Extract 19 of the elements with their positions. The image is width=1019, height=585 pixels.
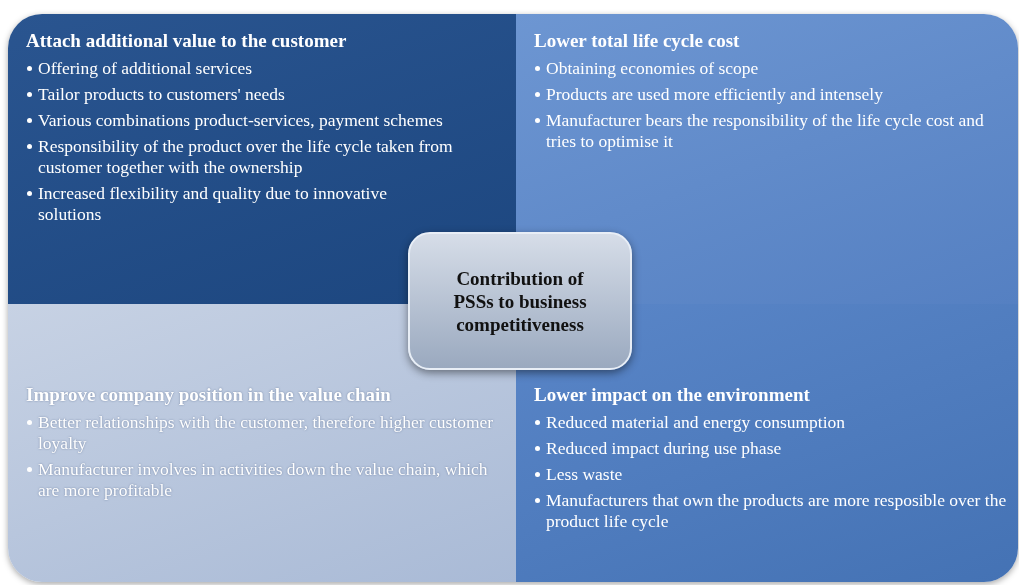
quadrant-heading: Lower impact on the environment bbox=[534, 384, 811, 406]
bullet-text: Products are used more efficiently and intensely bbox=[546, 84, 1012, 105]
bullet-text: Less waste bbox=[546, 464, 1012, 485]
bullet-text: Manufacturer bears the responsibility of the life cycle cost and tries to optimise it bbox=[546, 110, 1012, 152]
quadrant-heading: Improve company position in the value chain bbox=[26, 384, 392, 406]
quadrant-heading: Lower total life cycle cost bbox=[534, 30, 741, 52]
center-box: Contribution of PSSs to business competitiveness bbox=[408, 232, 632, 370]
bullet-text: Various combinations product-services, payment schemes bbox=[38, 110, 506, 131]
quadrant-heading: Attach additional value to the customer bbox=[26, 30, 348, 52]
bullet-text: Offering of additional services bbox=[38, 58, 506, 79]
bullet-text: Increased flexibility and quality due to innovative solutions bbox=[38, 183, 418, 225]
bullet-text: Tailor products to customers' needs bbox=[38, 84, 506, 105]
bullet-text: Manufacturers that own the products are more resposible over the product life cycle bbox=[546, 490, 1012, 532]
bullet-text: Responsibility of the product over the life cycle taken from customer together with the ownership bbox=[38, 136, 506, 178]
bullet-text: Better relationships with the customer, therefore higher customer loyalty bbox=[38, 412, 506, 454]
bullet-text: Manufacturer involves in activities down the value chain, which are more profitable bbox=[38, 459, 506, 501]
bullet-text: Reduced material and energy consumption bbox=[546, 412, 1012, 433]
bullet-text: Obtaining economies of scope bbox=[546, 58, 1012, 79]
bullet-text: Reduced impact during use phase bbox=[546, 438, 1012, 459]
